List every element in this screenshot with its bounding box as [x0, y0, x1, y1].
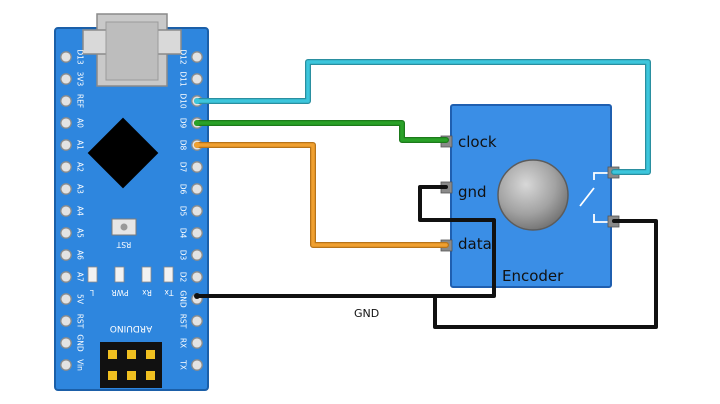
wires [194, 59, 658, 329]
right-pin-hole [191, 249, 203, 261]
wire-d10-core [195, 60, 650, 174]
left-pin-label: GND [76, 334, 85, 351]
left-pin-hole [60, 359, 72, 371]
led-rx [141, 266, 152, 283]
right-pin-label: D7 [179, 162, 188, 173]
left-pin-label: A3 [76, 184, 85, 194]
left-pin-label: A0 [76, 118, 85, 128]
left-pin-label: A2 [76, 162, 85, 172]
left-pin-label: A1 [76, 140, 85, 150]
led-tx [163, 266, 174, 283]
right-pin-label: TX [179, 359, 188, 370]
left-pin-label: Vin [76, 359, 85, 371]
wire-d9-core [195, 121, 448, 142]
wire-d8-data [194, 142, 449, 248]
gnd-wire-label: GND [354, 307, 379, 320]
led-pwr [114, 266, 125, 283]
right-pin-label: GND [179, 290, 188, 307]
left-pin-hole [60, 315, 72, 327]
right-pin-hole [191, 183, 203, 195]
left-pin-label: A4 [76, 206, 85, 216]
right-pin-label: D6 [179, 184, 188, 195]
left-pin-hole [60, 205, 72, 217]
wire-gnd-switch [433, 219, 658, 329]
left-pin-hole [60, 51, 72, 63]
right-pin-label: RST [179, 314, 188, 329]
led-l [87, 266, 98, 283]
led-label-pwr: PWR [111, 288, 128, 297]
encoder-knob [497, 159, 569, 231]
left-pin-label: D13 [76, 49, 85, 65]
right-pin-label: D10 [179, 93, 188, 109]
left-pin-hole [60, 95, 72, 107]
left-pin-hole [60, 73, 72, 85]
switch-symbol-icon [579, 172, 608, 223]
reset-label: RST [116, 240, 131, 249]
left-pin-hole [60, 117, 72, 129]
rotary-encoder-module: clock gnd data Encoder [440, 104, 620, 288]
encoder-title: Encoder [502, 267, 564, 285]
right-pin-label: D11 [179, 71, 188, 87]
wire-endpoints [194, 98, 200, 299]
left-pin-label: REF [76, 94, 85, 108]
right-pin-hole [191, 271, 203, 283]
encoder-pin-gnd-label: gnd [458, 183, 487, 201]
wire-d8-core [195, 143, 448, 247]
wire-gnd-encoder [195, 185, 496, 298]
left-pin-hole [60, 161, 72, 173]
left-pin-label: RST [76, 314, 85, 329]
right-pin-label: RX [179, 338, 188, 348]
left-pin-label: A5 [76, 228, 85, 238]
wire-d9-clock [194, 120, 449, 143]
right-pin-hole [191, 73, 203, 85]
reset-button [111, 218, 137, 236]
right-pin-hole [191, 161, 203, 173]
left-pin-hole [60, 227, 72, 239]
right-pin-hole [191, 315, 203, 327]
board-name: ARDUINO [110, 323, 152, 333]
status-leds [87, 266, 174, 283]
right-pin-hole [191, 51, 203, 63]
led-label-rx: Rx [142, 288, 152, 297]
left-pin-hole [60, 139, 72, 151]
left-pin-label: 5V [76, 294, 85, 305]
right-pin-hole [191, 359, 203, 371]
right-pin-label: D2 [179, 272, 188, 283]
left-pin-header [60, 51, 72, 371]
left-pin-hole [60, 271, 72, 283]
right-pin-label: D12 [179, 49, 188, 65]
left-pin-hole [60, 293, 72, 305]
right-pin-label: D8 [179, 140, 188, 151]
left-pin-hole [60, 337, 72, 349]
left-pin-label: 3V3 [76, 72, 85, 87]
led-label-tx: Tx [164, 288, 175, 297]
encoder-pin-clock-label: clock [458, 133, 497, 151]
right-pin-label: D3 [179, 250, 188, 261]
right-pin-hole [191, 337, 203, 349]
usb-connector [82, 13, 182, 87]
icsp-header [100, 342, 162, 388]
led-label-l: L [89, 288, 94, 297]
left-pin-hole [60, 183, 72, 195]
left-pin-hole [60, 249, 72, 261]
right-pin-label: D5 [179, 206, 188, 217]
right-pin-hole [191, 227, 203, 239]
encoder-pin-data-label: data [458, 235, 492, 253]
left-pin-label: A6 [76, 250, 85, 260]
right-pin-label: D9 [179, 118, 188, 129]
right-pin-label: D4 [179, 228, 188, 239]
left-pin-label: A7 [76, 272, 85, 282]
right-pin-hole [191, 205, 203, 217]
